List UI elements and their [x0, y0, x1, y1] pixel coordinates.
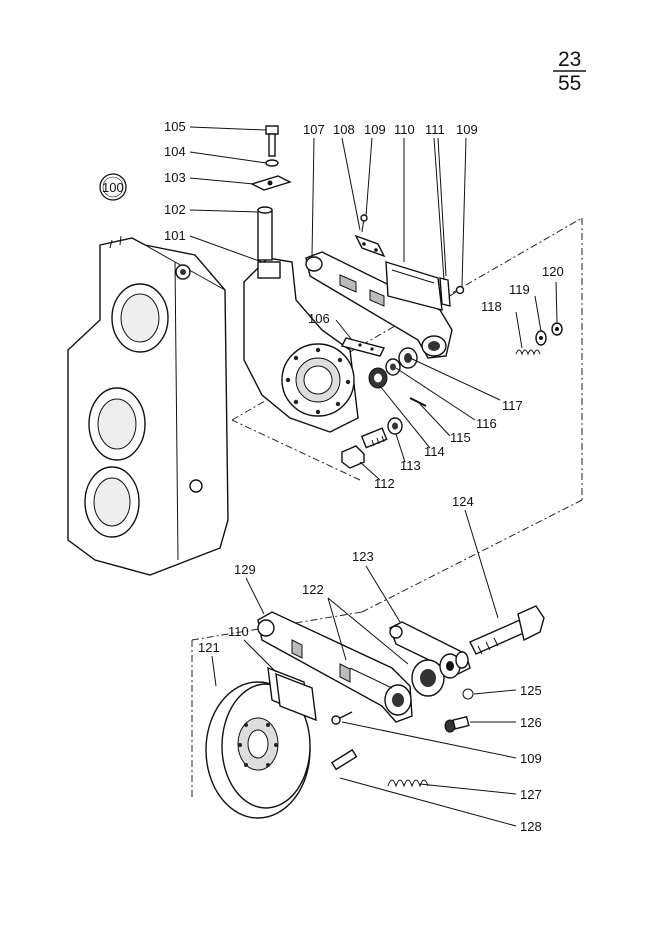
callout-124: 124: [452, 494, 474, 509]
callout-125: 125: [520, 683, 542, 698]
bracket-101: [243, 257, 359, 433]
callout-111: 111: [425, 122, 445, 137]
plate-103: [250, 175, 292, 191]
spring-118: [515, 349, 541, 356]
assembly-label: 100: [102, 180, 124, 195]
callout-126: 126: [520, 715, 542, 730]
callout-118: 118: [481, 299, 502, 314]
brake-pad-110: [385, 261, 443, 311]
pin-128: [330, 748, 358, 771]
ball-125: [462, 688, 474, 700]
screw-109-lower: [331, 711, 353, 725]
callout-127: 127: [520, 787, 542, 802]
cotter-pin-115: [409, 397, 427, 407]
bushing-117: [398, 347, 418, 369]
gearbox-housing: [67, 235, 229, 576]
callout-113: 113: [400, 458, 421, 473]
plate-106: [340, 337, 386, 357]
callout-107: 107: [303, 122, 325, 137]
callout-110: 110: [394, 122, 415, 137]
page-number-bottom: 55: [558, 72, 581, 95]
screw-109-top: [360, 214, 368, 233]
washer-119: [535, 330, 547, 346]
leader-lines: [189, 126, 558, 827]
assembly-badge: 100: [99, 173, 127, 201]
callout-114: 114: [424, 444, 445, 459]
bolt-112: [341, 427, 388, 469]
pin-102: [257, 206, 273, 261]
callout-109-lower: 109: [520, 751, 542, 766]
callout-112: 112: [374, 476, 395, 491]
callout-104: 104: [164, 144, 186, 159]
adjusting-bolt-124: [469, 605, 545, 655]
callout-101: 101: [164, 228, 186, 243]
bolt-105: [265, 125, 279, 157]
callout-115: 115: [450, 430, 471, 445]
clip-108: [354, 234, 386, 258]
callout-128: 128: [520, 819, 542, 834]
lever-129: [257, 611, 413, 723]
callout-106: 106: [308, 311, 330, 326]
screw-109-right: [449, 285, 465, 297]
page-number-top: 23: [558, 48, 581, 71]
callout-117: 117: [502, 398, 523, 413]
brake-lever-107: [305, 251, 453, 359]
callout-109-right: 109: [456, 122, 478, 137]
callout-120: 120: [542, 264, 564, 279]
brake-pad-110-lower: [267, 666, 317, 722]
cam-assembly-122: [411, 651, 469, 697]
screw-126: [444, 715, 470, 733]
washer-104: [265, 159, 279, 167]
washer-113: [387, 417, 403, 435]
callout-109: 109: [364, 122, 386, 137]
callout-103: 103: [164, 170, 186, 185]
callout-labels: 105 104 103 102 101 107 108 109 110 111 …: [164, 119, 564, 834]
callout-116: 116: [476, 416, 497, 431]
brake-disc-121: [205, 681, 311, 819]
spring-127: [387, 779, 429, 788]
callout-105: 105: [164, 119, 186, 134]
callout-123: 123: [352, 549, 374, 564]
callout-119: 119: [509, 282, 530, 297]
callout-121: 121: [198, 640, 220, 655]
callout-122: 122: [302, 582, 324, 597]
nut-120: [551, 322, 563, 336]
clip-111: [439, 277, 451, 307]
callout-129: 129: [234, 562, 256, 577]
washer-116: [385, 358, 401, 376]
page-number: 23 55: [553, 48, 586, 95]
callout-110-lower: 110: [228, 624, 249, 639]
callout-108: 108: [333, 122, 355, 137]
callout-102: 102: [164, 202, 186, 217]
castle-nut-114: [368, 367, 388, 389]
